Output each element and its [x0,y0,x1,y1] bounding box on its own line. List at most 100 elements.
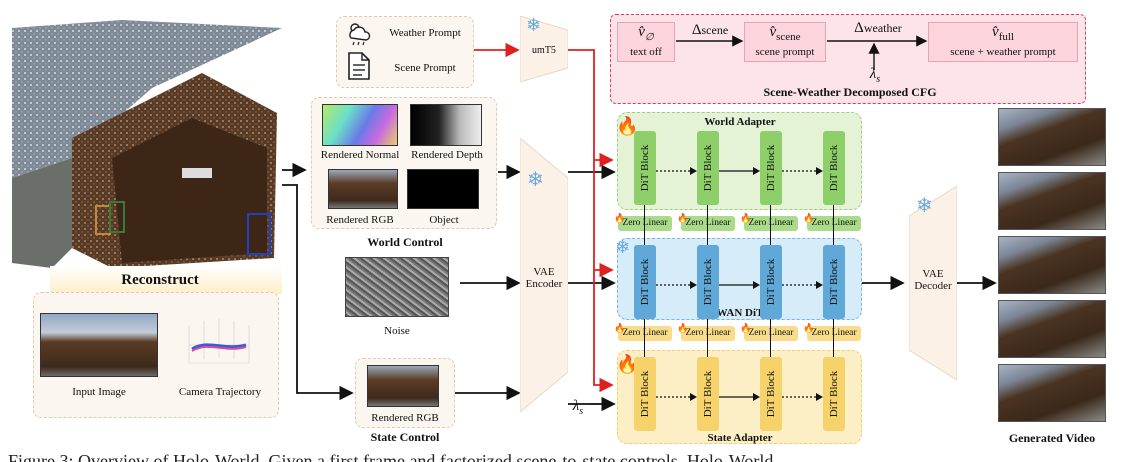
zero-linear-link [707,319,709,357]
dit-block-label: DiT Block [639,258,651,306]
rendered-depth-label: Rendered Depth [411,149,483,161]
zero-linear-fire-icon: 🔥 [614,214,626,224]
cfg-scene-symbol: v̂scene [769,24,801,43]
video-frame [998,172,1106,230]
dotted-connector [656,277,697,289]
world-dit-block: DiT Block [697,131,719,205]
dotted-connector [656,389,697,401]
dotted-connector [782,163,823,175]
wan-dit-block: DiT Block [760,245,782,319]
state-adapter-title: State Adapter [707,432,773,444]
zero-linear-link [833,319,835,357]
rendered-depth-thumbnail [410,104,482,146]
world-dit-block: DiT Block [760,131,782,205]
zero-linear-link [770,205,772,245]
cfg-title: Scene-Weather Decomposed CFG [763,85,937,99]
dit-block-label: DiT Block [702,370,714,418]
frozen-snowflake-icon: ❄ [526,15,542,36]
dit-block-label: DiT Block [639,144,651,192]
lambda-s-state: λs [572,398,584,417]
encoder-snowflake-icon: ❄ [527,167,544,191]
world-control-title: World Control [367,235,443,249]
noise-stack [345,257,449,317]
cfg-arrows [676,35,928,70]
wan-dit-block: DiT Block [697,245,719,319]
dotted-connector [782,389,823,401]
weather-icon [345,20,373,46]
cfg-null-symbol: v̂∅ [638,24,654,43]
zero-linear-link [644,319,646,357]
rendered-normal-thumbnail [322,104,398,146]
zero-linear-link [707,205,709,245]
dotted-connector [656,163,697,175]
state-dit-block: DiT Block [760,357,782,431]
generated-video-title: Generated Video [1008,431,1096,445]
frozen-dit-snowflake-icon: ❄ [615,237,631,258]
input-image-thumbnail [40,313,158,377]
world-dit-block: DiT Block [634,131,656,205]
dit-block-label: DiT Block [828,370,840,418]
zero-linear-fire-icon: 🔥 [740,214,752,224]
trainable-fire-icon: 🔥 [616,116,639,137]
solid-connector [719,277,760,289]
delta-scene-sub: scene [701,23,729,37]
rendered-rgb-thumbnail [328,169,398,209]
state-dit-block: DiT Block [823,357,845,431]
video-frame [998,236,1106,294]
state-control-title: State Control [370,430,440,444]
wan-dit-block: DiT Block [823,245,845,319]
solid-connector [719,389,760,401]
dit-block-label: DiT Block [639,370,651,418]
video-frame [998,364,1106,422]
world-dit-block: DiT Block [823,131,845,205]
dit-block-label: DiT Block [702,144,714,192]
delta-scene-label: Δscene [691,22,729,38]
zero-linear-fire-icon: 🔥 [677,324,689,334]
dit-block-label: DiT Block [765,370,777,418]
dit-block-label: DiT Block [828,144,840,192]
zero-linear-fire-icon: 🔥 [740,324,752,334]
cfg-full-label: scene + weather prompt [950,46,1056,58]
world-adapter-panel [617,112,862,210]
state-dit-block: DiT Block [634,357,656,431]
delta-weather-sub: weather [863,21,902,35]
reconstruct-title: Reconstruct [121,272,199,288]
point-cloud-scene [12,18,282,273]
lambda-s-state-sub: s [579,406,584,417]
state-trainable-fire-icon: 🔥 [616,354,639,375]
delta-weather-label: Δweather [854,20,902,36]
video-frame [998,108,1106,166]
dit-block-label: DiT Block [765,144,777,192]
generated-video-frames [998,108,1106,428]
input-image-label: Input Image [72,386,126,398]
dotted-connector [782,277,823,289]
camera-trajectory-label: Camera Trajectory [178,386,262,398]
wan-dit-block: DiT Block [634,245,656,319]
state-rgb-label: Rendered RGB [371,412,439,424]
decoder-snowflake-icon: ❄ [916,193,933,217]
lambda-s-cfg: λs [869,66,881,85]
zero-linear-fire-icon: 🔥 [803,214,815,224]
wan-dit-title: WAN DiT [716,307,764,319]
zero-linear-link [770,319,772,357]
object-mask-thumbnail [407,169,479,209]
vae-encoder-label: VAE Encoder [525,266,563,290]
cfg-null-label: text off [630,46,662,58]
zero-linear-fire-icon: 🔥 [677,214,689,224]
reconstruct-banner [50,266,282,294]
dit-block-label: DiT Block [765,258,777,306]
zero-linear-link [644,205,646,245]
vae-decoder-label: VAE Decoder [914,268,952,292]
rendered-normal-label: Rendered Normal [320,149,400,161]
lambda-s-cfg-sub: s [876,74,881,85]
scene-prompt-label: Scene Prompt [394,62,456,74]
noise-label: Noise [384,325,410,337]
zero-linear-fire-icon: 🔥 [803,324,815,334]
rendered-rgb-label: Rendered RGB [326,214,394,226]
dit-block-label: DiT Block [828,258,840,306]
video-frame [998,300,1106,358]
zero-linear-link [833,205,835,245]
cfg-full-symbol: v̂full [992,24,1014,43]
